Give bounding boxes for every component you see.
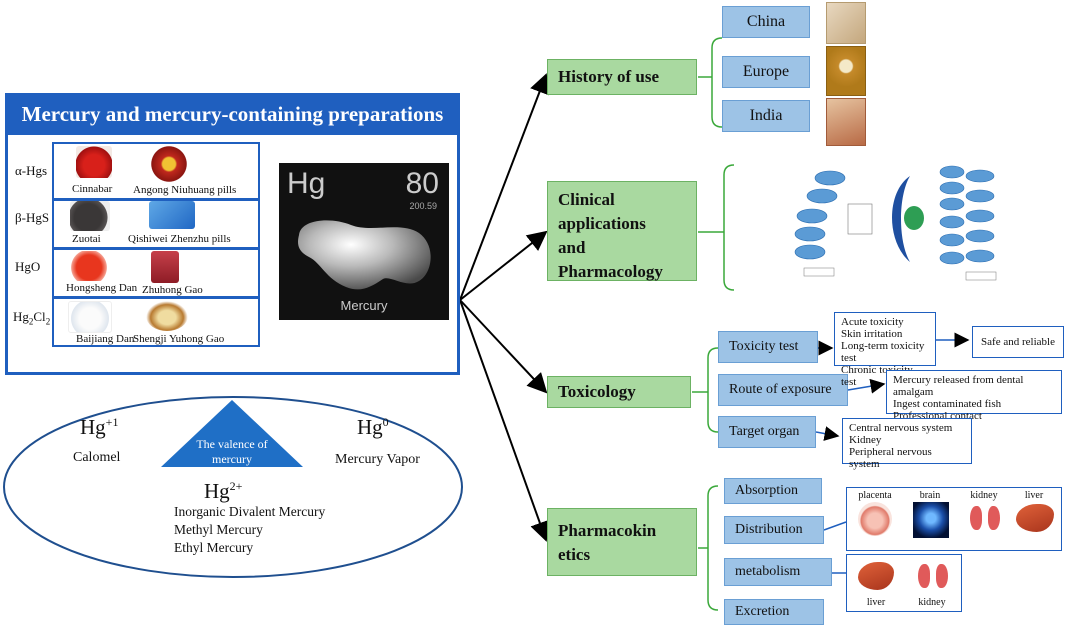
hg0-charge: 0 bbox=[382, 415, 389, 429]
baijiang-dan-label: Baijiang Dan bbox=[76, 333, 135, 345]
placenta-icon bbox=[858, 502, 892, 536]
metabolism-liver-icon bbox=[858, 562, 894, 590]
angong-niuhuang-label: Angong Niuhuang pills bbox=[133, 184, 237, 196]
element-symbol: Hg bbox=[287, 167, 326, 200]
excretion-item: Excretion bbox=[724, 599, 824, 625]
toxicity-test-2: Long-term toxicity test bbox=[841, 340, 925, 364]
clinical-line-3: Pharmacology bbox=[558, 262, 663, 281]
valence-center-label: The valence of mercury bbox=[196, 437, 268, 466]
shengji-yuhong-gao-image bbox=[146, 301, 188, 331]
kidney-icon bbox=[968, 504, 1002, 534]
pk-line-1: etics bbox=[558, 545, 591, 564]
qishiwei-zhenzhu-image bbox=[149, 201, 195, 229]
clinical-line-1: applications bbox=[558, 214, 646, 233]
metab-organ-liver-label: liver bbox=[866, 597, 886, 608]
hg1-formula: Hg+1 bbox=[80, 415, 119, 439]
hg2-formula: Hg2+ bbox=[204, 479, 243, 503]
qishiwei-zhenzhu-label: Qishiwei Zhenzhu pills bbox=[128, 233, 231, 245]
hg1-name: Calomel bbox=[73, 450, 121, 465]
hongsheng-dan-image bbox=[70, 251, 108, 281]
zuotai-image bbox=[70, 201, 110, 231]
hg0-name: Mercury Vapor bbox=[335, 452, 420, 467]
toxicity-test-0: Acute toxicity bbox=[841, 316, 904, 328]
element-name: Mercury bbox=[340, 298, 388, 313]
dist-organ-kidney-label: kidney bbox=[970, 490, 998, 501]
cinnabar-image bbox=[76, 146, 112, 178]
element-mass: 200.59 bbox=[409, 201, 437, 211]
shengji-yuhong-gao-label: Shengji Yuhong Gao bbox=[133, 333, 225, 345]
metab-organ-kidney-label: kidney bbox=[918, 597, 946, 608]
element-number: 80 bbox=[405, 167, 439, 200]
absorption-item: Absorption bbox=[724, 478, 822, 504]
history-item-europe: Europe bbox=[722, 56, 810, 88]
clinical-pharmacology-diagram bbox=[794, 165, 997, 281]
clinical-line-0: Clinical bbox=[558, 190, 615, 209]
route-1: Ingest contaminated fish bbox=[893, 398, 1002, 410]
row-label-hgo: HgO bbox=[15, 259, 41, 274]
hg2-name-0: Inorganic Divalent Mercury bbox=[174, 504, 326, 519]
toxicity-test-item: Toxicity test bbox=[718, 331, 818, 363]
history-item-india: India bbox=[722, 100, 810, 132]
dist-organ-brain-label: brain bbox=[919, 490, 941, 501]
organ-2: Peripheral nervous system bbox=[849, 446, 932, 470]
target-organ-item: Target organ bbox=[718, 416, 816, 448]
route-0: Mercury released from dental amalgam bbox=[893, 374, 1024, 398]
clinical-line-2: and bbox=[558, 238, 586, 257]
toxicity-test-1: Skin irritation bbox=[841, 328, 903, 340]
row-label-alpha: α-Hgs bbox=[15, 163, 48, 178]
pharmacokinetics-box: Pharmacokin etics bbox=[547, 508, 697, 576]
baijiang-dan-image bbox=[68, 301, 112, 333]
zhuhong-gao-image bbox=[151, 251, 179, 283]
brain-icon bbox=[913, 502, 949, 538]
metabolism-item: metabolism bbox=[724, 558, 832, 586]
europe-history-image bbox=[826, 46, 866, 96]
hg1-charge: +1 bbox=[105, 415, 119, 429]
toxicity-tests-list: Acute toxicity Skin irritation Long-term… bbox=[834, 312, 936, 388]
cinnabar-label: Cinnabar bbox=[72, 183, 113, 195]
zhuhong-gao-label: Zhuhong Gao bbox=[142, 284, 203, 296]
zuotai-label: Zuotai bbox=[72, 233, 101, 245]
target-organs-list: Central nervous system Kidney Peripheral… bbox=[842, 418, 972, 470]
pk-line-0: Pharmacokin bbox=[558, 521, 657, 540]
hg2-name-2: Ethyl Mercury bbox=[174, 540, 254, 555]
dist-organ-liver-label: liver bbox=[1024, 490, 1044, 501]
mercury-droplet-image bbox=[298, 220, 431, 290]
mercury-element-tile: Hg 80 200.59 Mercury bbox=[279, 163, 449, 320]
toxicity-result-box: Safe and reliable bbox=[972, 326, 1064, 358]
hg2-name-1: Methyl Mercury bbox=[174, 522, 263, 537]
history-item-china: China bbox=[722, 6, 810, 38]
distribution-item: Distribution bbox=[724, 516, 824, 544]
clinical-applications-box: Clinical applications and Pharmacology bbox=[547, 181, 697, 281]
organ-1: Kidney bbox=[849, 434, 882, 446]
route-of-exposure-item: Route of exposure bbox=[718, 374, 848, 406]
hg0-formula: Hg0 bbox=[357, 415, 389, 439]
hg2-charge: 2+ bbox=[229, 479, 243, 493]
hongsheng-dan-label: Hongsheng Dan bbox=[66, 282, 138, 294]
angong-niuhuang-image bbox=[147, 145, 191, 183]
liver-icon bbox=[1016, 504, 1054, 532]
toxicology-box: Toxicology bbox=[547, 376, 691, 408]
preparations-title: Mercury and mercury-containing preparati… bbox=[5, 93, 460, 135]
exposure-routes-list: Mercury released from dental amalgam Ing… bbox=[886, 370, 1062, 422]
india-history-image bbox=[826, 98, 866, 146]
china-history-image bbox=[826, 2, 866, 44]
history-of-use-box: History of use bbox=[547, 59, 697, 95]
row-label-beta: β-HgS bbox=[15, 210, 50, 225]
row-label-hg2cl2: Hg2Cl2 bbox=[13, 309, 51, 327]
dist-organ-placenta-label: placenta bbox=[858, 490, 892, 501]
metabolism-kidney-icon bbox=[916, 562, 950, 592]
organ-0: Central nervous system bbox=[849, 422, 953, 434]
